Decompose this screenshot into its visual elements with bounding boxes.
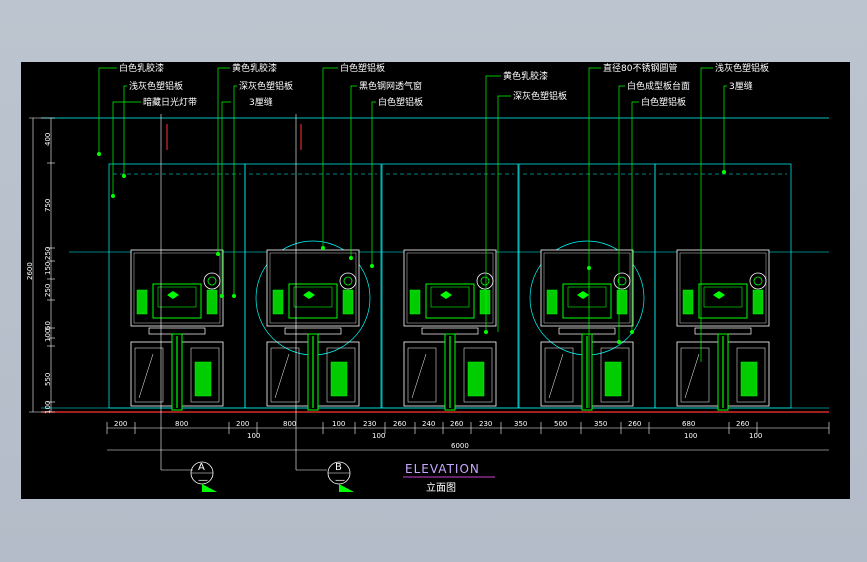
- logo-icon: [713, 291, 725, 299]
- dim-h-label-2: 100: [372, 432, 385, 440]
- logo-icon: [167, 291, 179, 299]
- callout-yellow-latex-paint-2: 黄色乳胶漆: [503, 70, 548, 82]
- logo-icon: [303, 291, 315, 299]
- section-marker-b-label: B: [335, 462, 342, 473]
- drawing-canvas[interactable]: 白色乳胶漆 浅灰色塑铝板 暗藏日光灯带 黄色乳胶漆 深灰色塑铝板 3厘缝 白色塑…: [21, 62, 850, 499]
- dim-h-label: 260: [393, 420, 406, 428]
- callout-steel-tube: 直径80不锈钢圆管: [603, 62, 677, 74]
- dim-h-label: 260: [628, 420, 641, 428]
- dim-h-label: 230: [363, 420, 376, 428]
- dim-v-150: 150: [44, 262, 52, 275]
- section-marker-b-dash: —: [335, 475, 345, 486]
- callout-white-countertop: 白色成型板台面: [627, 80, 690, 92]
- dim-v-100-b: 100: [44, 401, 52, 414]
- dim-h-label: 240: [422, 420, 435, 428]
- dim-h-label: 230: [479, 420, 492, 428]
- left-dimension-lines: [29, 117, 55, 413]
- section-marker-b[interactable]: B —: [295, 114, 354, 492]
- dim-h-label: 260: [450, 420, 463, 428]
- dim-v-total-height: 2600: [26, 262, 34, 280]
- dim-v-250: 250: [44, 247, 52, 260]
- drawing-title: ELEVATION: [405, 462, 480, 476]
- dim-h-label: 350: [514, 420, 527, 428]
- section-marker-a-dash: —: [198, 475, 208, 486]
- callout-white-panel: 白色塑铝板: [340, 62, 385, 74]
- callout-white-latex-paint: 白色乳胶漆: [119, 62, 164, 74]
- callout-3mm-gap: 3厘缝: [249, 96, 273, 108]
- dim-h-label: 260: [736, 420, 749, 428]
- kiosk-unit[interactable]: [108, 163, 246, 411]
- callout-3mm-gap-2: 3厘缝: [729, 80, 753, 92]
- dim-h-label: 500: [554, 420, 567, 428]
- kiosk-unit[interactable]: [381, 163, 519, 411]
- leader-dots: [97, 152, 726, 344]
- dim-h-label-2: 100: [247, 432, 260, 440]
- callout-white-panel-2: 白色塑铝板: [378, 96, 423, 108]
- dim-h-label: 350: [594, 420, 607, 428]
- section-marker-a-label: A: [198, 462, 205, 473]
- elevation-drawing: 白色乳胶漆 浅灰色塑铝板 暗藏日光灯带 黄色乳胶漆 深灰色塑铝板 3厘缝 白色塑…: [26, 62, 830, 494]
- dim-h-label: 800: [175, 420, 188, 428]
- dim-v-100: 100: [44, 329, 52, 342]
- callout-dark-grey-panel-2: 深灰色塑铝板: [513, 90, 567, 102]
- dim-h-label: 200: [114, 420, 127, 428]
- callout-dark-grey-panel: 深灰色塑铝板: [239, 80, 293, 92]
- dim-v-400: 400: [44, 133, 52, 146]
- logo-icon: [577, 291, 589, 299]
- callout-light-grey-panel: 浅灰色塑铝板: [129, 80, 183, 92]
- callout-black-mesh-vent: 黑色钢网透气窗: [359, 80, 422, 92]
- bottom-dimension-lines: [107, 427, 829, 451]
- dim-h-label: 200: [236, 420, 249, 428]
- callout-hidden-light-strip: 暗藏日光灯带: [143, 96, 197, 108]
- kiosk-unit[interactable]: [244, 163, 382, 411]
- leader-lines: [98, 67, 727, 408]
- dim-h-label: 680: [682, 420, 695, 428]
- callout-white-panel-3: 白色塑铝板: [641, 96, 686, 108]
- callout-yellow-latex-paint: 黄色乳胶漆: [232, 62, 277, 74]
- logo-icon: [440, 291, 452, 299]
- drawing-subtitle: 立面图: [426, 481, 456, 494]
- dim-h-label: 100: [332, 420, 345, 428]
- dim-h-label-2: 100: [749, 432, 762, 440]
- section-marker-a[interactable]: A —: [160, 114, 217, 492]
- callout-light-grey-panel-2: 浅灰色塑铝板: [715, 62, 769, 74]
- dim-v-50: 50: [44, 321, 52, 330]
- dim-total-width: 6000: [451, 442, 469, 450]
- dim-h-label-2: 100: [684, 432, 697, 440]
- dim-v-750: 750: [44, 199, 52, 212]
- kiosk-unit[interactable]: [654, 163, 792, 411]
- dim-h-label: 800: [283, 420, 296, 428]
- dim-v-550: 550: [44, 373, 52, 386]
- kiosk-unit[interactable]: [518, 163, 656, 411]
- dim-v-250-b: 250: [44, 284, 52, 297]
